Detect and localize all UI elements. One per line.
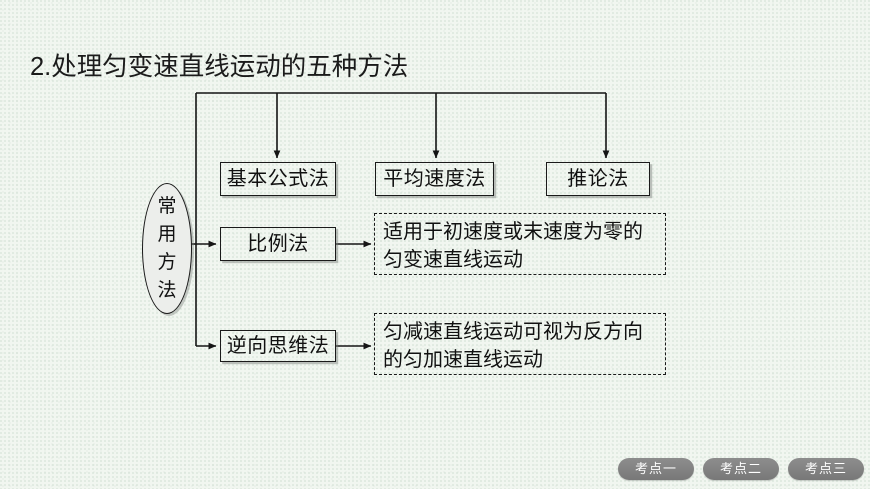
footer-button-kaodian-1[interactable]: 考点一 (618, 458, 694, 480)
node-reverse-thinking-label: 逆向思维法 (226, 335, 330, 357)
note-proportion-line2: 匀变速直线运动 (383, 249, 523, 271)
node-corollary[interactable]: 推论法 (546, 162, 650, 196)
node-average-velocity-label: 平均速度法 (383, 168, 486, 190)
root-char-3: 方 (157, 251, 177, 273)
root-char-4: 法 (157, 279, 177, 301)
note-reverse-line2: 的匀加速直线运动 (383, 349, 543, 371)
footer-button-group: 考点一 考点二 考点三 (618, 458, 864, 480)
diagram-root-label: 常 用 方 法 (157, 193, 176, 305)
footer-button-kaodian-3[interactable]: 考点三 (788, 458, 864, 480)
node-basic-formula-label: 基本公式法 (226, 168, 330, 190)
node-average-velocity[interactable]: 平均速度法 (375, 162, 494, 196)
node-reverse-thinking[interactable]: 逆向思维法 (220, 330, 336, 362)
footer-button-kaodian-2[interactable]: 考点二 (703, 458, 779, 480)
note-proportion: 适用于初速度或末速度为零的 匀变速直线运动 (374, 213, 666, 275)
page-title: 2.处理匀变速直线运动的五种方法 (30, 53, 409, 81)
root-char-1: 常 (157, 195, 177, 217)
root-char-2: 用 (157, 223, 177, 245)
node-proportion[interactable]: 比例法 (220, 227, 336, 261)
node-proportion-label: 比例法 (247, 233, 309, 255)
node-basic-formula[interactable]: 基本公式法 (220, 162, 336, 196)
node-corollary-label: 推论法 (567, 168, 629, 190)
diagram-root-node[interactable]: 常 用 方 法 (142, 183, 192, 314)
note-reverse-thinking: 匀减速直线运动可视为反方向 的匀加速直线运动 (374, 313, 666, 375)
note-reverse-line1: 匀减速直线运动可视为反方向 (383, 321, 643, 343)
note-proportion-line1: 适用于初速度或末速度为零的 (383, 221, 643, 243)
